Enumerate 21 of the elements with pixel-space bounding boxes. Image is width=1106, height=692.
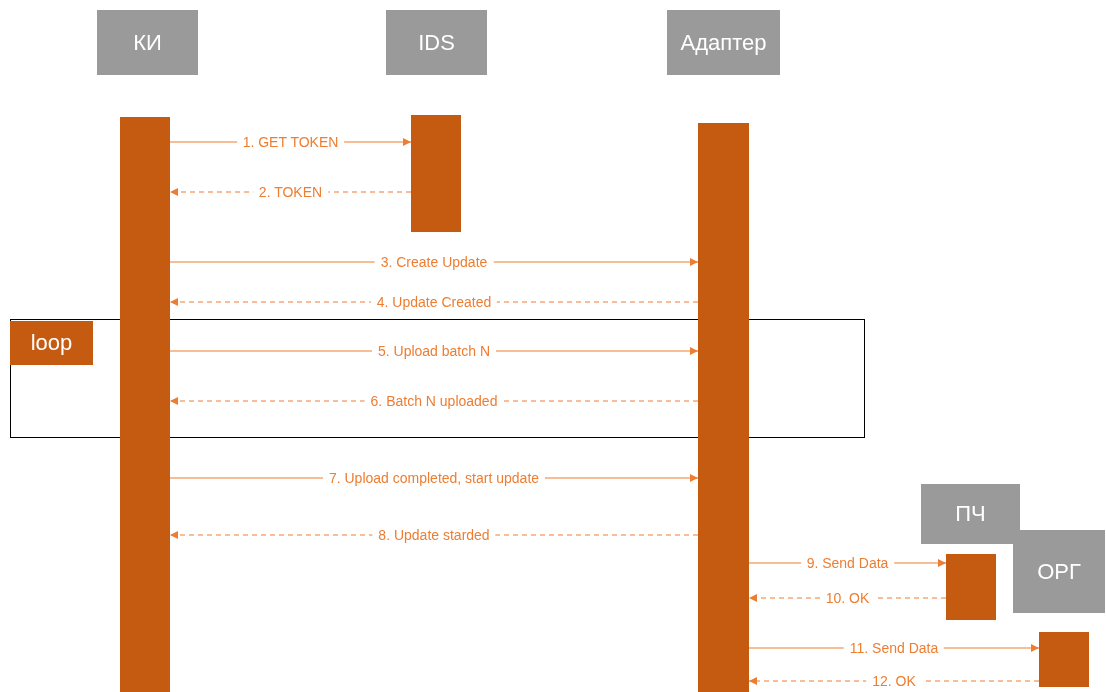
activation-bar (1039, 632, 1089, 687)
loop-label: loop (10, 321, 93, 365)
activation-bar (411, 115, 461, 232)
edge-label: 4. Update Created (370, 294, 498, 310)
activation-bar (946, 554, 996, 620)
lifeline-header: ПЧ (921, 484, 1020, 544)
edge-label: 3. Create Update (374, 254, 494, 270)
lifeline-header: ОРГ (1013, 530, 1105, 613)
lifeline-header: Адаптер (667, 10, 780, 75)
edge-label: 1. GET TOKEN (236, 134, 345, 150)
edge-label: 5. Upload batch N (371, 343, 497, 359)
edge-label: 12. OK (866, 673, 922, 689)
edge-label: 7. Upload completed, start update (322, 470, 546, 486)
activation-bar (698, 123, 749, 692)
edge-label: 11. Send Data (843, 640, 945, 656)
activation-bar (120, 117, 170, 692)
lifeline-header: IDS (386, 10, 487, 75)
lifeline-header: КИ (97, 10, 198, 75)
edge-label: 8. Update starded (372, 527, 496, 543)
edge-label: 2. TOKEN (252, 184, 329, 200)
edge-label: 9. Send Data (800, 555, 895, 571)
